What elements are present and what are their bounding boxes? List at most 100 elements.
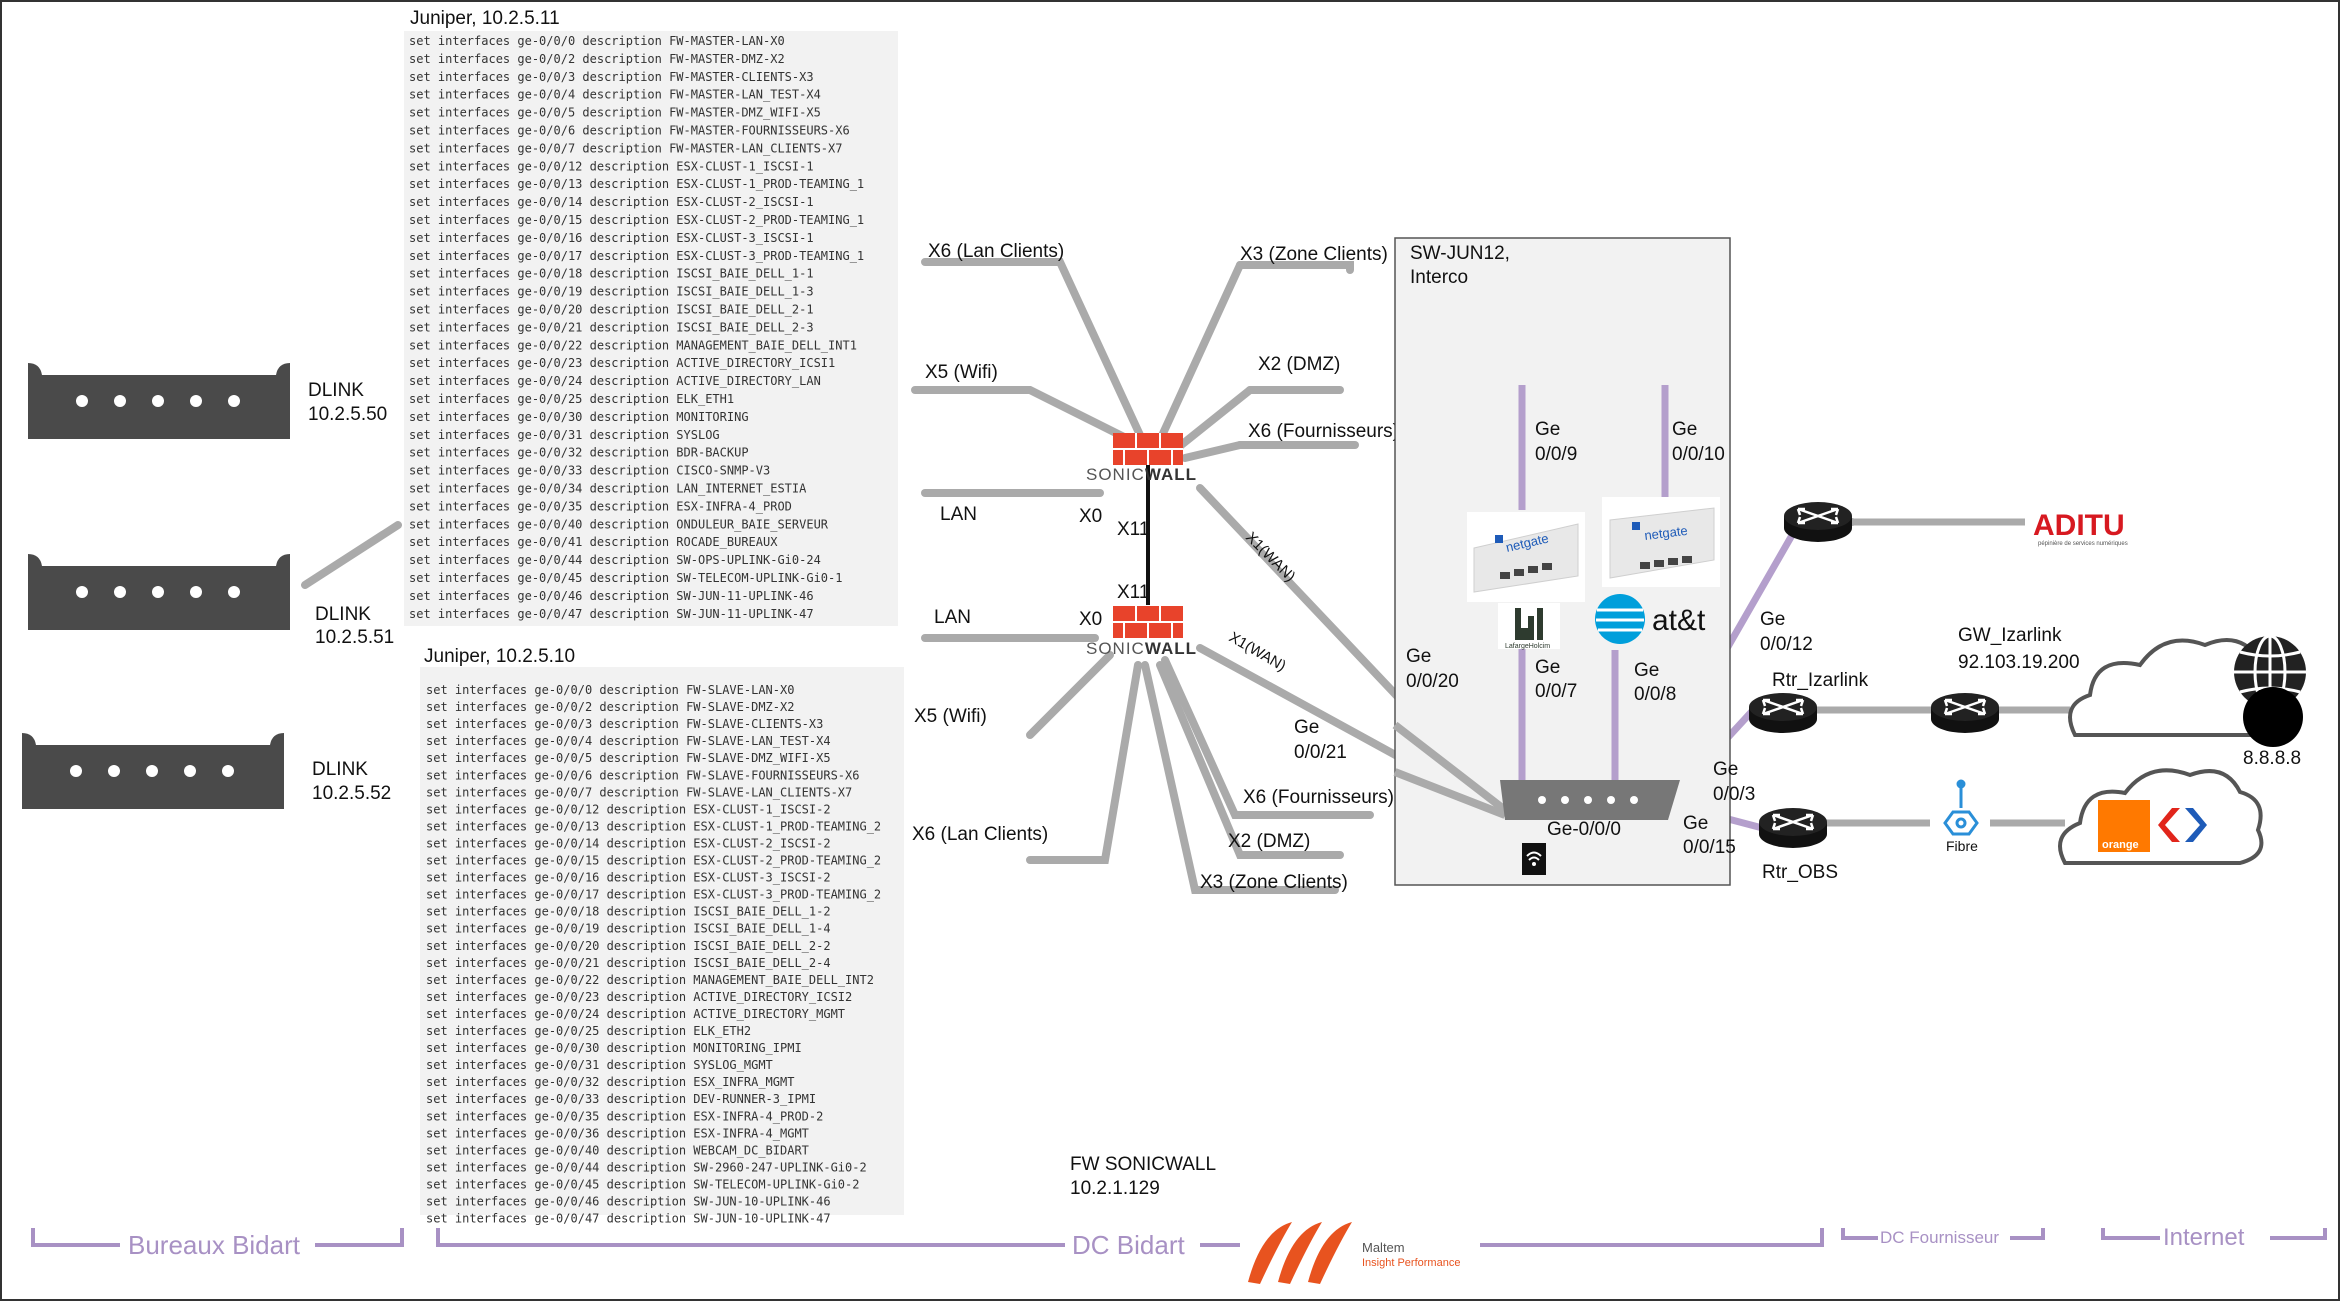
config-line: set interfaces ge-0/0/2 description FW-M…: [409, 52, 785, 66]
config-line: set interfaces ge-0/0/6 description FW-M…: [409, 124, 850, 138]
dlink-3-ip: 10.2.5.52: [312, 783, 391, 804]
dlink-2-name: DLINK: [315, 604, 371, 625]
dlink-2-ip: 10.2.5.51: [315, 627, 394, 648]
ge-007-label: Ge: [1535, 657, 1560, 678]
netgate-appliance-1: netgate: [1467, 512, 1585, 602]
ge-0000-label: Ge-0/0/0: [1547, 819, 1621, 840]
ge-0020-port: 0/0/20: [1406, 671, 1459, 692]
config-line: set interfaces ge-0/0/19 description ISC…: [426, 922, 831, 936]
juniper-master-config-bg: [404, 31, 898, 626]
config-line: set interfaces ge-0/0/21 description ISC…: [409, 320, 814, 334]
config-line: set interfaces ge-0/0/22 description MAN…: [409, 338, 857, 352]
config-line: set interfaces ge-0/0/18 description ISC…: [426, 905, 831, 919]
config-line: set interfaces ge-0/0/16 description ESX…: [409, 231, 814, 245]
fw-top-x0: X0: [1079, 506, 1102, 527]
interco-switch: Ge-0/0/0: [1500, 780, 1680, 875]
config-line: set interfaces ge-0/0/24 description ACT…: [426, 1007, 845, 1021]
config-line: set interfaces ge-0/0/4 description FW-S…: [426, 734, 831, 748]
config-line: set interfaces ge-0/0/7 description FW-S…: [426, 785, 852, 799]
dlink-switch-1: DLINK 10.2.5.50: [28, 363, 387, 439]
config-line: set interfaces ge-0/0/31 description SYS…: [409, 428, 720, 442]
ge-0020-label: Ge: [1406, 646, 1431, 667]
fw-top-x6-lan-clients: X6 (Lan Clients): [928, 241, 1064, 262]
gw-izarlink-label: GW_Izarlink: [1958, 625, 2062, 646]
config-line: set interfaces ge-0/0/33 description DEV…: [426, 1092, 816, 1106]
sonicwall-logo-top: SONICWALL: [1086, 465, 1197, 484]
juniper-master: Juniper, 10.2.5.11 set interfaces ge-0/0…: [404, 8, 898, 626]
config-line: set interfaces ge-0/0/14 description ESX…: [426, 836, 831, 850]
config-line: set interfaces ge-0/0/34 description LAN…: [409, 482, 807, 496]
fibre-node: Fibre: [1943, 779, 1979, 854]
config-line: set interfaces ge-0/0/15 description ESX…: [409, 213, 864, 227]
att-globe-icon: [1595, 594, 1645, 644]
ge-0010-port: 0/0/10: [1672, 444, 1725, 465]
config-line: set interfaces ge-0/0/0 description FW-S…: [426, 683, 794, 697]
firewall-brick-icon: [1113, 606, 1183, 638]
zone-dc-bidart: DC Bidart: [1072, 1230, 1185, 1260]
fibre-label: Fibre: [1946, 838, 1978, 854]
fw-bottom-x0: X0: [1079, 609, 1102, 630]
dlink-1-ip: 10.2.5.50: [308, 404, 387, 425]
config-line: set interfaces ge-0/0/44 description SW-…: [426, 1160, 867, 1174]
svg-text:Maltem: Maltem: [1362, 1240, 1405, 1255]
fibre-icon: [1943, 779, 1979, 836]
fw-sonicwall-ip: 10.2.1.129: [1070, 1178, 1160, 1199]
dlink-3-name: DLINK: [312, 759, 368, 780]
interco-external-labels: Ge 0/0/12 Ge 0/0/3 Ge 0/0/15: [1683, 609, 1813, 858]
config-line: set interfaces ge-0/0/13 description ESX…: [409, 177, 864, 191]
ge-0015-label: Ge: [1683, 813, 1708, 834]
netgate-appliance-2: netgate: [1602, 497, 1720, 587]
config-line: set interfaces ge-0/0/2 description FW-S…: [426, 700, 794, 714]
config-line: set interfaces ge-0/0/35 description ESX…: [426, 1109, 823, 1123]
lafargeholcim-logo: LafargeHolcim: [1498, 603, 1560, 650]
internet-cloud: 8.8.8.8: [2068, 634, 2306, 769]
juniper-slave-title: Juniper, 10.2.5.10: [424, 646, 575, 667]
juniper-slave-config-bg: [420, 667, 904, 1215]
dlink-1-name: DLINK: [308, 380, 364, 401]
maltem-logo: Maltem Insight Performance: [1248, 1222, 1460, 1284]
config-line: set interfaces ge-0/0/15 description ESX…: [426, 854, 881, 868]
config-line: set interfaces ge-0/0/44 description SW-…: [409, 553, 821, 567]
fw-top-x3-zone-clients: X3 (Zone Clients): [1240, 244, 1388, 265]
carrefour-logo: [2158, 808, 2207, 842]
rtr-obs-label: Rtr_OBS: [1762, 862, 1838, 883]
ge-0010-label: Ge: [1672, 419, 1697, 440]
config-line: set interfaces ge-0/0/20 description ISC…: [409, 303, 814, 317]
firewall-bottom: X11 SONICWALL LAN X0 X1(WAN) X5 (Wifi) X…: [912, 582, 1394, 893]
ge-0012-port: 0/0/12: [1760, 634, 1813, 655]
ge-007-port: 0/0/7: [1535, 681, 1577, 702]
svg-text:ADITU: ADITU: [2033, 509, 2125, 542]
dlink-switch-3: DLINK 10.2.5.52: [22, 733, 391, 809]
config-line: set interfaces ge-0/0/47 description SW-…: [426, 1212, 831, 1226]
fw-bottom-x6-fournisseurs: X6 (Fournisseurs): [1243, 787, 1394, 808]
fw-sonicwall-caption: FW SONICWALL: [1070, 1154, 1216, 1175]
config-line: set interfaces ge-0/0/23 description ACT…: [409, 356, 835, 370]
config-line: set interfaces ge-0/0/25 description ELK…: [409, 392, 734, 406]
config-line: set interfaces ge-0/0/5 description FW-M…: [409, 106, 821, 120]
config-line: set interfaces ge-0/0/23 description ACT…: [426, 990, 852, 1004]
interco-box: SW-JUN12, Interco Ge 0/0/9 Ge 0/0/10 Ge …: [1294, 237, 1731, 886]
config-line: set interfaces ge-0/0/13 description ESX…: [426, 819, 881, 833]
fw-bottom-x3-zone-clients: X3 (Zone Clients): [1200, 872, 1348, 893]
router-icon: [1929, 691, 2001, 735]
fw-bottom-x5-wifi: X5 (Wifi): [914, 706, 987, 727]
router-icon: [1782, 500, 1854, 544]
config-line: set interfaces ge-0/0/0 description FW-M…: [409, 34, 785, 48]
fw-bottom-x11: X11: [1117, 582, 1149, 603]
svg-text:LafargeHolcim: LafargeHolcim: [1505, 643, 1550, 650]
zone-brackets: [31, 1228, 2327, 1247]
firewall-top: SONICWALL X6 (Lan Clients) X3 (Zone Clie…: [925, 241, 1399, 585]
juniper-master-title: Juniper, 10.2.5.11: [410, 8, 560, 29]
config-line: set interfaces ge-0/0/17 description ESX…: [426, 888, 881, 902]
config-line: set interfaces ge-0/0/35 description ESX…: [409, 499, 792, 513]
ge-0021-label: Ge: [1294, 717, 1319, 738]
config-line: set interfaces ge-0/0/7 description FW-M…: [409, 141, 842, 155]
config-line: set interfaces ge-0/0/31 description SYS…: [426, 1058, 773, 1072]
config-line: set interfaces ge-0/0/33 description CIS…: [409, 464, 770, 478]
config-line: set interfaces ge-0/0/3 description FW-S…: [426, 717, 823, 731]
config-line: set interfaces ge-0/0/24 description ACT…: [409, 374, 821, 388]
svg-text:at&t: at&t: [1652, 604, 1706, 637]
orange-logo: [2098, 800, 2150, 852]
svg-text:netgate: netgate: [1644, 523, 1689, 543]
